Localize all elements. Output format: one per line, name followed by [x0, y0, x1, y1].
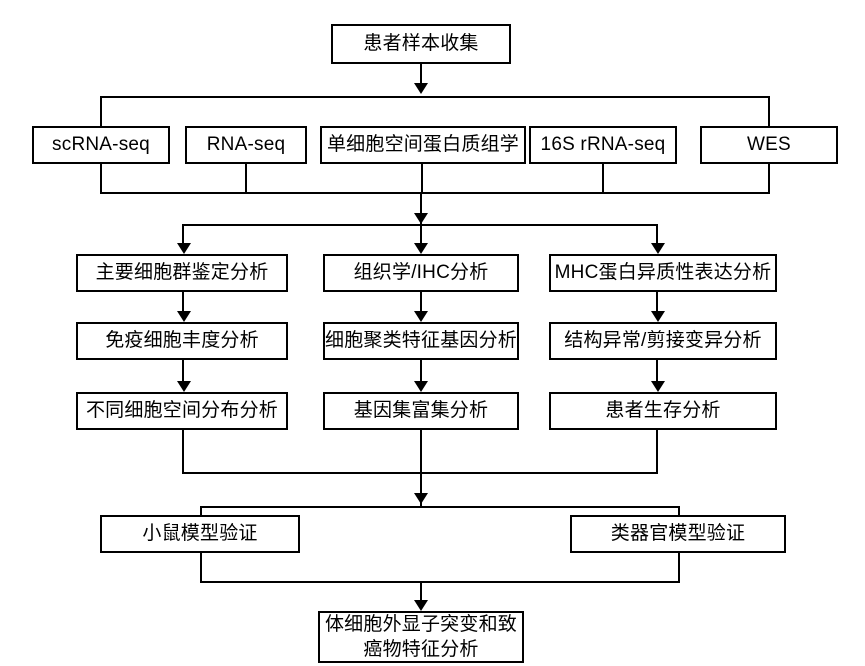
bus-assay-drop-left	[100, 96, 102, 126]
arrowhead-c1-s2-s3	[177, 381, 191, 392]
connector-validation-left-down	[200, 553, 202, 583]
bus-analysis-drop-col2	[420, 224, 422, 250]
node-analysis-c2-s2[interactable]: 细胞聚类特征基因分析	[323, 322, 519, 360]
node-analysis-c3-s1[interactable]: MHC蛋白异质性表达分析	[549, 254, 777, 292]
arrowhead-assay-merge-down	[414, 213, 428, 224]
bus-analysis-drop-col1	[182, 224, 184, 250]
bus-analysis-drop-col3	[656, 224, 658, 250]
connector-assay-merge-down	[420, 192, 422, 224]
arrowhead-c2-s1-s2	[414, 311, 428, 322]
connector-conclusion-down	[420, 581, 422, 607]
node-validation-mouse-model[interactable]: 小鼠模型验证	[100, 515, 300, 553]
node-analysis-c1-s1[interactable]: 主要细胞群鉴定分析	[76, 254, 288, 292]
connector-c3-down	[656, 430, 658, 474]
bus-validation-bottom	[200, 581, 680, 583]
node-assay-scrna-seq[interactable]: scRNA-seq	[32, 126, 170, 164]
node-validation-organoid-model[interactable]: 类器官模型验证	[570, 515, 786, 553]
arrowhead-conclusion-down	[414, 600, 428, 611]
node-patient-sample-collection[interactable]: 患者样本收集	[331, 24, 511, 64]
arrowhead-analysis-col2	[414, 243, 428, 254]
connector-c1-s1-s2	[182, 292, 184, 318]
connector-spatial-down	[421, 164, 423, 194]
arrowhead-analysis-merge-down	[414, 493, 428, 504]
arrowhead-c3-s1-s2	[651, 311, 665, 322]
bus-assay-drop-right	[768, 96, 770, 126]
connector-c2-s2-s3	[420, 360, 422, 388]
connector-scrna-down	[100, 164, 102, 194]
connector-c1-s2-s3	[182, 360, 184, 388]
node-assay-spatial-proteomics[interactable]: 单细胞空间蛋白质组学	[320, 126, 526, 164]
node-analysis-c1-s2[interactable]: 免疫细胞丰度分析	[76, 322, 288, 360]
node-assay-16s-rrna-seq[interactable]: 16S rRNA-seq	[529, 126, 677, 164]
arrowhead-collection-down	[414, 83, 428, 94]
node-assay-rna-seq[interactable]: RNA-seq	[185, 126, 307, 164]
arrowhead-c2-s2-s3	[414, 381, 428, 392]
node-analysis-c2-s1[interactable]: 组织学/IHC分析	[323, 254, 519, 292]
arrowhead-analysis-col3	[651, 243, 665, 254]
bus-validation-top	[200, 506, 680, 508]
connector-validation-right-down	[678, 553, 680, 583]
node-analysis-c2-s3[interactable]: 基因集富集分析	[323, 392, 519, 430]
connector-16s-down	[602, 164, 604, 194]
connector-c3-s1-s2	[656, 292, 658, 318]
connector-analysis-merge-down	[420, 472, 422, 506]
connector-wes-down	[768, 164, 770, 194]
bus-assay-top	[100, 96, 770, 98]
connector-c2-down	[420, 430, 422, 474]
node-analysis-c1-s3[interactable]: 不同细胞空间分布分析	[76, 392, 288, 430]
connector-c3-s2-s3	[656, 360, 658, 388]
connector-collection-down	[420, 64, 422, 90]
connector-rna-down	[245, 164, 247, 194]
bus-assay-bottom	[100, 192, 770, 194]
node-analysis-c3-s3[interactable]: 患者生存分析	[549, 392, 777, 430]
node-analysis-c3-s2[interactable]: 结构异常/剪接变异分析	[549, 322, 777, 360]
connector-c2-s1-s2	[420, 292, 422, 318]
node-assay-wes[interactable]: WES	[700, 126, 838, 164]
node-conclusion-somatic-exome[interactable]: 体细胞外显子突变和致 癌物特征分析	[318, 611, 524, 663]
arrowhead-c1-s1-s2	[177, 311, 191, 322]
connector-c1-down	[182, 430, 184, 474]
arrowhead-c3-s2-s3	[651, 381, 665, 392]
arrowhead-analysis-col1	[177, 243, 191, 254]
